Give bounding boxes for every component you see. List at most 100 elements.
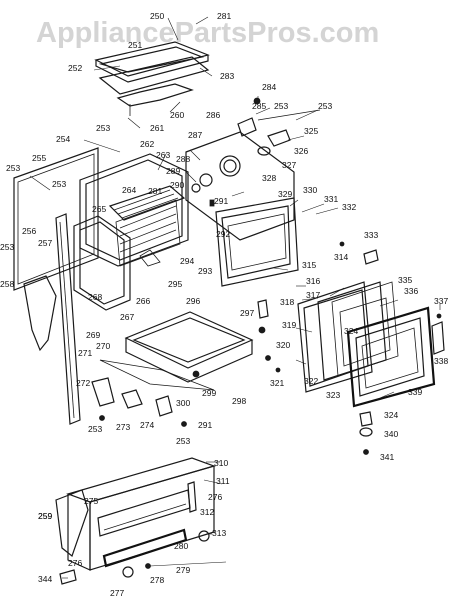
callout-label: 297 <box>240 308 254 318</box>
callout-label: 253 <box>318 101 332 111</box>
watermark: AppliancePartsPros.com <box>36 17 379 49</box>
callout-label: 296 <box>186 296 200 306</box>
callout-label: 318 <box>280 297 294 307</box>
left-rail <box>23 213 81 425</box>
door-frame <box>215 197 299 287</box>
callout-label: 271 <box>78 348 92 358</box>
callout-label: 255 <box>32 153 46 163</box>
callout-label: 253 <box>96 123 110 133</box>
callout-label: 281 <box>148 186 162 196</box>
callout-label: 265 <box>92 204 106 214</box>
callout-label: 332 <box>342 202 356 212</box>
callout-label: 287 <box>188 130 202 140</box>
callout-label: 283 <box>220 71 234 81</box>
callout-label: 311 <box>216 476 230 486</box>
callout-label: 341 <box>380 452 394 462</box>
callout-label: 313 <box>212 528 226 538</box>
callout-label: 264 <box>122 185 136 195</box>
hinge-fasteners <box>257 299 281 373</box>
callout-label: 292 <box>216 229 230 239</box>
lower-door-hinge <box>359 411 373 455</box>
callout-label: 258 <box>0 279 14 289</box>
callout-label: 333 <box>364 230 378 240</box>
right-small-parts <box>339 241 379 265</box>
broiler-pan <box>99 311 254 391</box>
callout-label: 335 <box>398 275 412 285</box>
top-panel-assembly <box>94 41 210 116</box>
callout-label: 259 <box>38 511 52 521</box>
callout-label: 278 <box>150 575 164 585</box>
callout-label: 269 <box>86 330 100 340</box>
callout-label: 261 <box>150 123 164 133</box>
callout-label: 273 <box>116 422 130 432</box>
callout-label: 289 <box>166 166 180 176</box>
callout-label: 337 <box>434 296 448 306</box>
outer-door <box>346 306 436 408</box>
callout-label: 253 <box>52 179 66 189</box>
callout-label: 338 <box>434 356 448 366</box>
callout-labels: 250 281 251 252 283 284 285 253 253 260 … <box>0 11 448 598</box>
callout-label: 340 <box>384 429 398 439</box>
callout-label: 275 <box>84 496 98 506</box>
callout-label: 336 <box>404 286 418 296</box>
callout-label: 321 <box>270 378 284 388</box>
callout-label: 266 <box>136 296 150 306</box>
callout-label: 328 <box>262 173 276 183</box>
callout-label: 253 <box>6 163 20 173</box>
callout-label: 286 <box>206 110 220 120</box>
callout-label: 277 <box>110 588 124 598</box>
callout-label: 315 <box>302 260 316 270</box>
callout-label: 310 <box>214 458 228 468</box>
door-hinge <box>431 313 445 355</box>
callout-label: 270 <box>96 341 110 351</box>
callout-label: 250 <box>150 11 164 21</box>
callout-label: 267 <box>120 312 134 322</box>
callout-label: 253 <box>176 436 190 446</box>
left-side-panel <box>13 147 99 291</box>
callout-label: 293 <box>198 266 212 276</box>
callout-label: 263 <box>156 150 170 160</box>
callout-label: 274 <box>140 420 154 430</box>
callout-label: 320 <box>276 340 290 350</box>
callout-label: 316 <box>306 276 320 286</box>
callout-label: 295 <box>168 279 182 289</box>
callout-label: 279 <box>176 565 190 575</box>
callout-label: 317 <box>306 290 320 300</box>
callout-label: 260 <box>170 110 184 120</box>
callout-label: 298 <box>232 396 246 406</box>
kick-panel-assembly <box>55 457 216 585</box>
callout-label: 326 <box>294 146 308 156</box>
callout-label: 281 <box>217 11 231 21</box>
callout-label: 276 <box>208 492 222 502</box>
callout-label: 262 <box>140 139 154 149</box>
callout-label: 252 <box>68 63 82 73</box>
callout-label: 284 <box>262 82 276 92</box>
callout-label: 299 <box>202 388 216 398</box>
callout-label: 291 <box>214 196 228 206</box>
callout-label: 256 <box>22 226 36 236</box>
oven-liner <box>79 153 189 267</box>
callout-label: 251 <box>128 40 142 50</box>
callout-label: 339 <box>408 387 422 397</box>
callout-label: 254 <box>56 134 70 144</box>
callout-label: 294 <box>180 256 194 266</box>
callout-label: 312 <box>200 507 214 517</box>
callout-label: 259 <box>38 511 52 521</box>
rear-panel <box>185 131 295 241</box>
callout-label: 291 <box>198 420 212 430</box>
callout-label: 257 <box>38 238 52 248</box>
callout-label: 285 <box>252 101 266 111</box>
callout-label: 324 <box>384 410 398 420</box>
callout-label: 290 <box>170 180 184 190</box>
callout-label: 324 <box>344 326 358 336</box>
lower-brackets <box>91 370 200 427</box>
leader-lines <box>29 16 441 579</box>
callout-label: 280 <box>174 541 188 551</box>
callout-label: 330 <box>303 185 317 195</box>
callout-label: 344 <box>38 574 52 584</box>
callout-label: 327 <box>282 160 296 170</box>
callout-label: 272 <box>76 378 90 388</box>
callout-label: 288 <box>176 154 190 164</box>
callout-label: 253 <box>274 101 288 111</box>
